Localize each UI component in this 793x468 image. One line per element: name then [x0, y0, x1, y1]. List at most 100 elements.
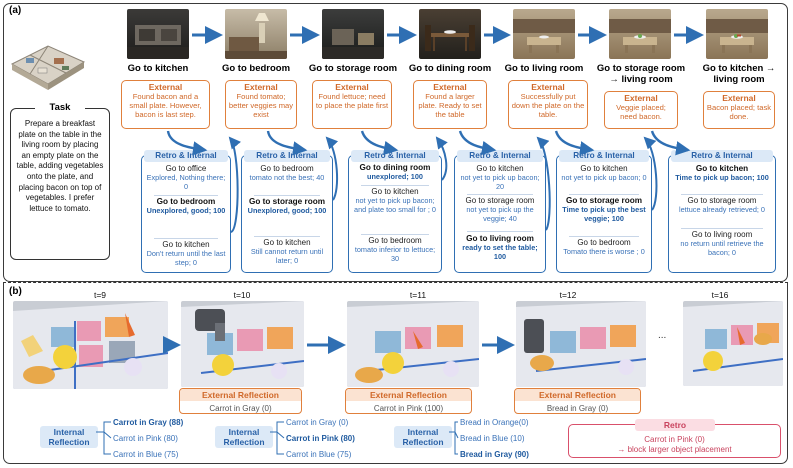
external-title: External: [531, 82, 565, 92]
internal-reflection-label-3: Internal Reflection: [394, 426, 452, 448]
retro-b-line-1: Carrot in Pink (0): [644, 435, 705, 444]
step-label-3: Go to storage room: [308, 63, 398, 74]
external-box-3: External Found lettuce; need to place th…: [312, 80, 392, 129]
option-location: Go to living room: [691, 230, 753, 239]
option-text: no return until retrieve the bacon; 0: [680, 238, 764, 257]
external-reflection-box-2: External Reflection Carrot in Pink (100): [345, 388, 472, 414]
option-location: Go to bedroom: [260, 164, 314, 173]
option-location: Go to kitchen: [580, 164, 628, 173]
separator: [361, 185, 429, 186]
external-text: Successfully put down the plate on the t…: [511, 92, 585, 119]
timestep-label-4: t=12: [559, 290, 577, 300]
external-text: Veggie placed; need bacon.: [616, 103, 666, 121]
curve-arrow-6: [650, 130, 691, 156]
up-connector-5: [643, 136, 658, 211]
external-title: External: [244, 82, 278, 92]
separator: [254, 195, 320, 196]
external-box-5: External Successfully put down the plate…: [508, 80, 588, 129]
external-title: External: [624, 93, 658, 103]
option-location: Go to storage room: [249, 197, 325, 206]
internal-reflection-option: Carrot in Blue (75): [113, 450, 179, 459]
internal-reflection-label-1: Internal Reflection: [40, 426, 98, 448]
internal-reflection-branches: [96, 421, 459, 455]
timestep-label-1: t=9: [93, 290, 107, 300]
step-label-6: Go to storage room → living room: [596, 63, 686, 85]
option-location: Go to kitchen: [371, 187, 419, 196]
external-title: External: [335, 82, 369, 92]
internal-reflection-option: Carrot in Pink (80): [286, 434, 355, 443]
option-location: Go to kitchen: [695, 164, 749, 173]
curve-arrow-2: [266, 130, 308, 156]
option-location: Go to bedroom: [156, 197, 216, 206]
ellipsis-text: ...: [658, 330, 667, 341]
step-label-2: Go to bedroom: [221, 63, 291, 74]
option-location: Go to storage room: [566, 196, 642, 205]
internal-reflection-label-2: Internal Reflection: [215, 426, 273, 448]
external-text: Found bacon and a small plate. However, …: [129, 92, 202, 119]
room-photo-dining-room: [419, 9, 481, 59]
option-text: lettuce already retrieved; 0: [679, 204, 765, 214]
external-reflection-box-3: External Reflection Bread in Gray (0): [514, 388, 641, 414]
external-text: Found a larger plate. Ready to set the t…: [418, 92, 482, 119]
up-connector-3: [435, 136, 448, 181]
option-text: not yet to pick up bacon; 0: [561, 172, 647, 182]
timestep-label-5: t=16: [711, 290, 729, 300]
external-reflection-title: External Reflection: [346, 389, 471, 401]
option-text: unexplored; 100: [367, 171, 423, 181]
tabletop-photo-t16: [683, 301, 783, 386]
step-label-1: Go to kitchen: [127, 63, 189, 74]
up-connector-4: [536, 136, 551, 231]
room-photo-storage-to-living: [609, 9, 671, 59]
retro-b-line-2: → block larger object placement: [617, 445, 732, 454]
external-text: Found lettuce; need to place the plate f…: [315, 92, 389, 110]
tabletop-photo-t12: [516, 301, 646, 387]
option-text: Still cannot return until later; 0: [250, 246, 324, 265]
option-location: Go to bedroom: [577, 238, 631, 247]
up-connector-2: [325, 136, 339, 201]
separator: [254, 236, 320, 237]
retro-box-b: Retro Carrot in Pink (0) → block larger …: [568, 419, 781, 458]
internal-reflection-option: Carrot in Blue (75): [286, 450, 352, 459]
curve-arrow-1: [166, 130, 208, 156]
external-title: External: [148, 82, 183, 92]
internal-reflection-option: Bread in Gray (90): [460, 450, 529, 459]
room-photo-living-room: [513, 9, 575, 59]
external-title: External: [722, 93, 756, 103]
retro-title: Retro & Internal: [351, 150, 439, 162]
room-photo-kitchen: [127, 9, 189, 59]
retro-title: Retro & Internal: [457, 150, 543, 162]
external-box-2: External Found tomato; better veggies ma…: [225, 80, 297, 129]
option-text: Time to pick up the best veggie; 100: [562, 204, 646, 223]
option-text: Explored, Nothing there; 0: [146, 172, 226, 191]
option-text: Tomato there is worse ; 0: [563, 246, 645, 256]
option-text: not yet to pick up bacon; 20: [460, 172, 540, 191]
external-reflection-text: Carrot in Gray (0): [209, 404, 272, 413]
panel-b-label: (b): [9, 286, 22, 297]
external-text: Bacon placed; task done.: [706, 103, 772, 121]
task-title: Task: [35, 102, 85, 113]
curve-arrow-3: [360, 130, 399, 156]
option-location: Go to kitchen: [162, 240, 210, 249]
internal-reflection-option: Bread in Blue (10): [460, 434, 525, 443]
external-box-1: External Found bacon and a small plate. …: [121, 80, 210, 129]
tabletop-photo-t9: [13, 301, 168, 389]
internal-reflection-option: Bread in Orange(0): [460, 418, 529, 427]
panel-a: [3, 3, 788, 282]
step-label-4: Go to dining room: [408, 63, 492, 74]
retro-title: Retro & Internal: [671, 150, 773, 162]
timestep-label-3: t=11: [409, 290, 427, 300]
option-text: Unexplored, good; 100: [247, 205, 327, 215]
